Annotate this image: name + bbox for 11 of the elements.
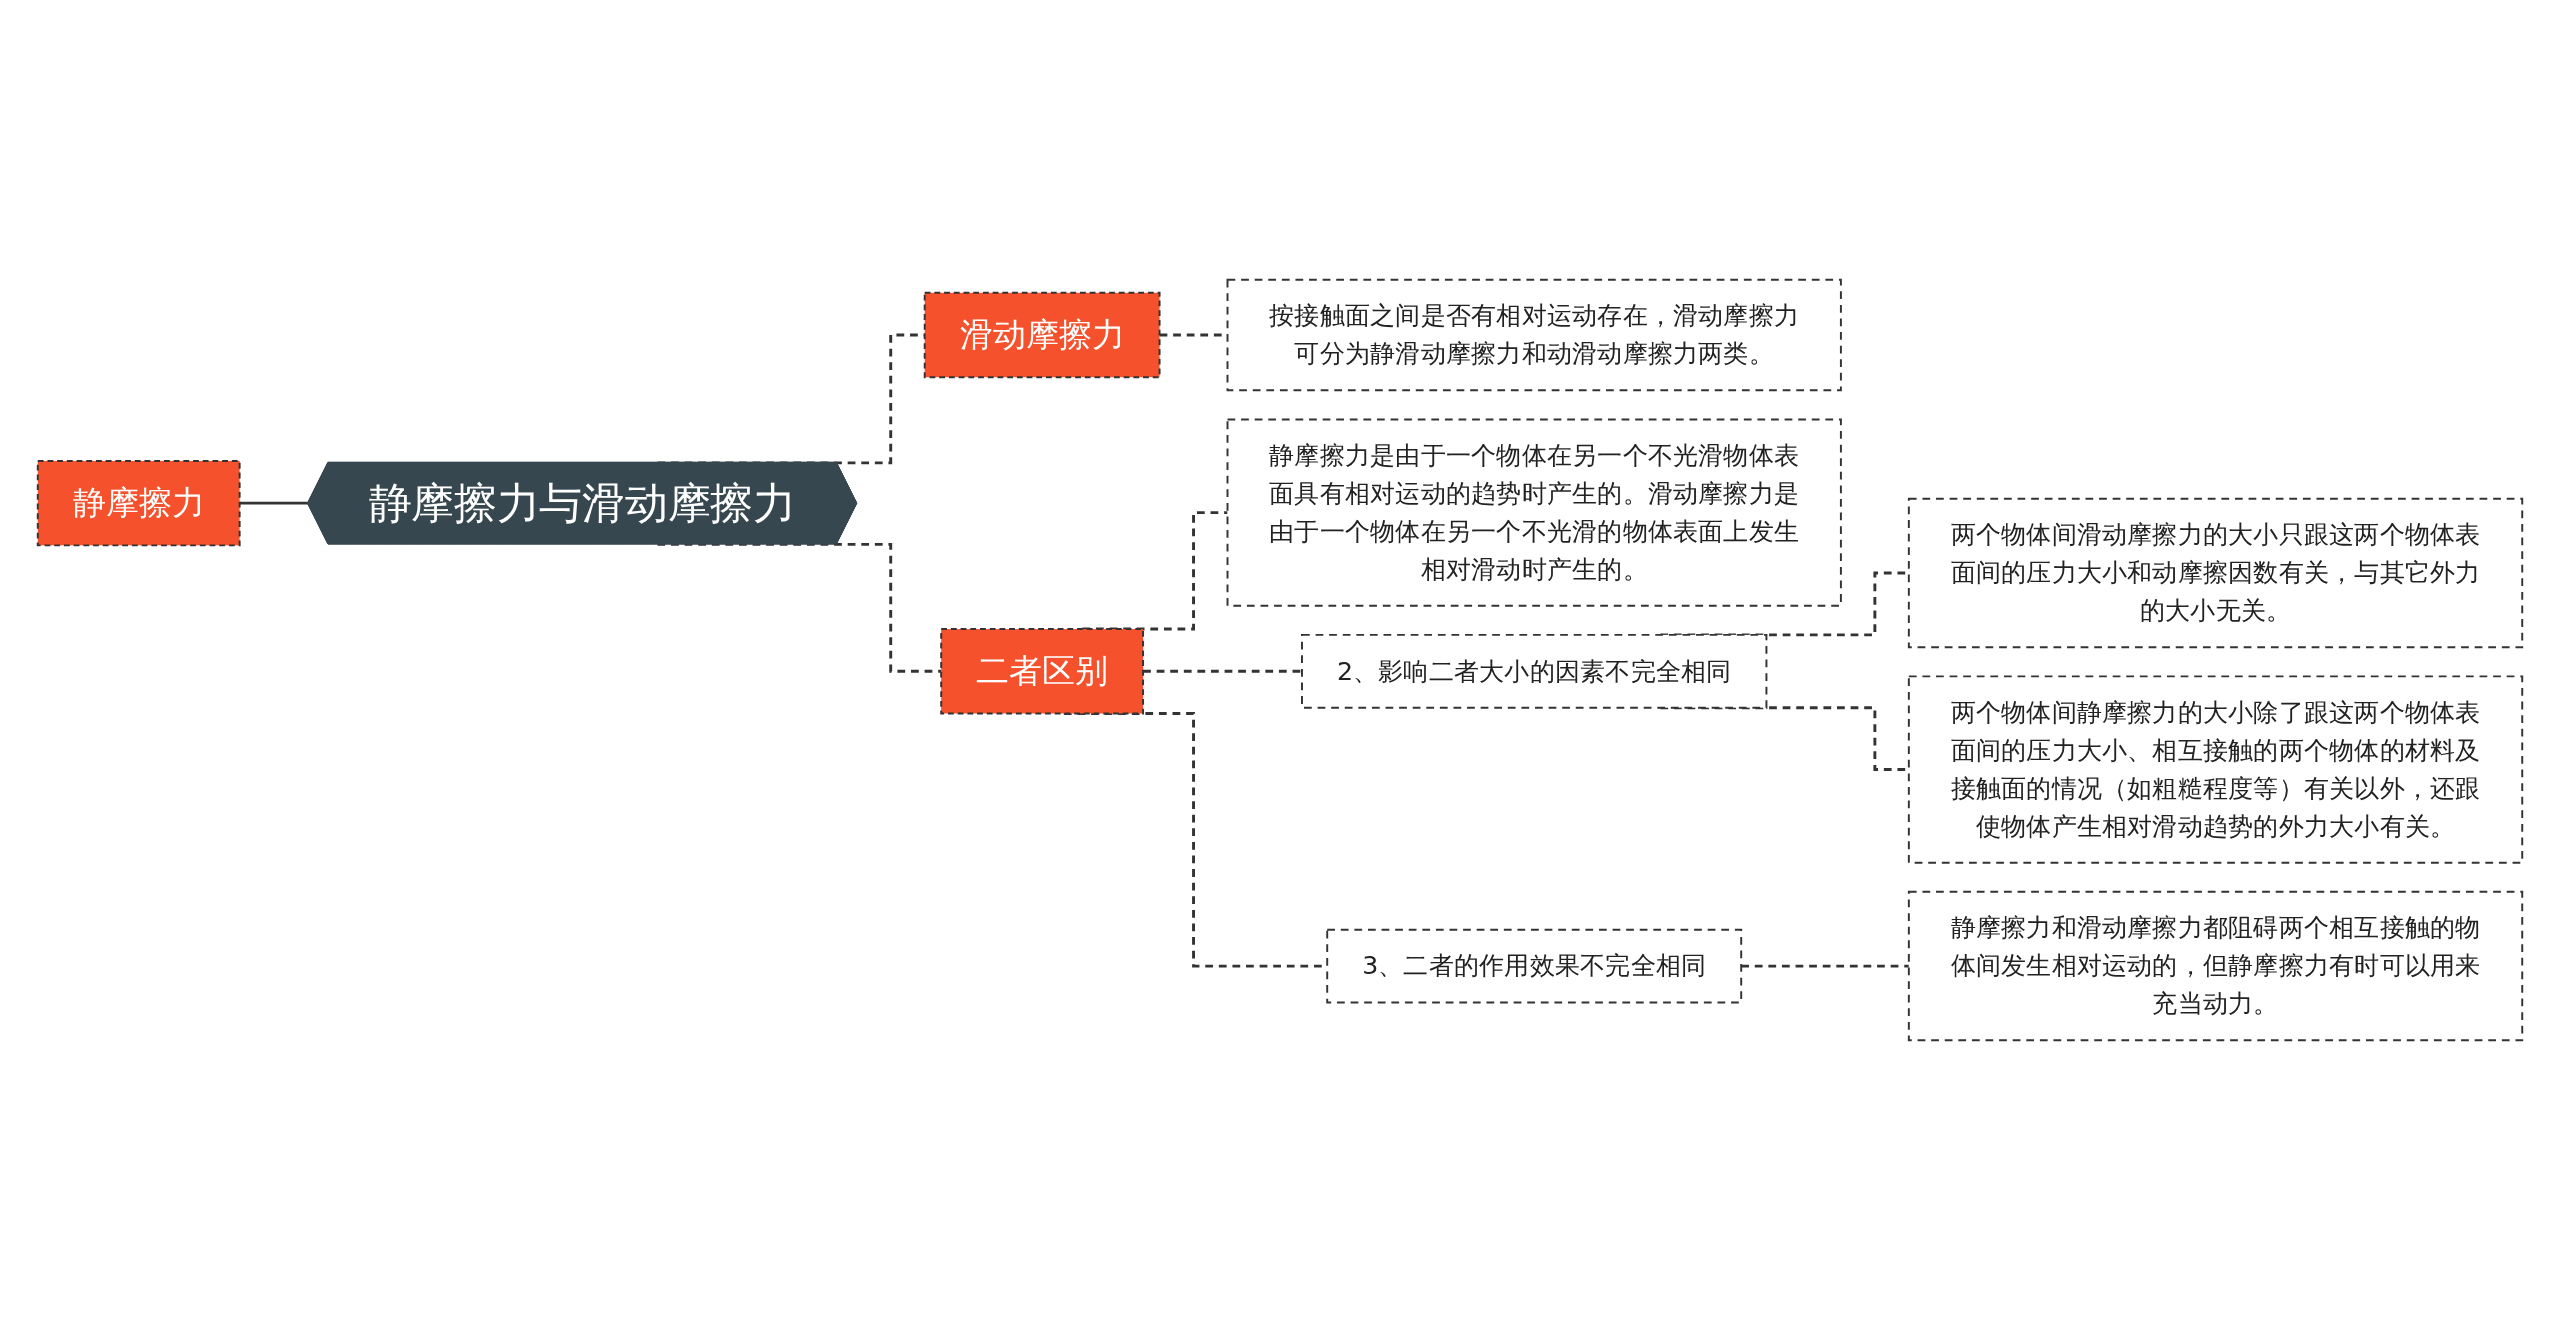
node-box: 两个物体间静摩擦力的大小除了跟这两个物体表面间的压力大小、相互接触的两个物体的材料及接触面的情况（如粗糙程度等）有关以外，还跟使物体产生相对滑动趋势的外力大小有关。 [1907, 675, 2524, 864]
node-box: 2、影响二者大小的因素不完全相同 [1301, 633, 1768, 709]
node-box: 3、二者的作用效果不完全相同 [1326, 928, 1743, 1004]
connector [239, 501, 310, 506]
node-box: 静摩擦力 [36, 459, 241, 547]
node-box: 滑动摩擦力 [923, 291, 1161, 379]
node-box: 静摩擦力和滑动摩擦力都阻碍两个相互接触的物体间发生相对运动的，但静摩擦力有时可以用来充当动力。 [1907, 890, 2524, 1042]
node-box: 两个物体间滑动摩擦力的大小只跟这两个物体表面间的压力大小和动摩擦因数有关，与其它外力的大小无关。 [1907, 497, 2524, 649]
node-box: 静摩擦力是由于一个物体在另一个不光滑物体表面具有相对运动的趋势时产生的。滑动摩擦力是由于一个物体在另一个不光滑的物体表面上发生相对滑动时产生的。 [1226, 418, 1842, 607]
node-box: 二者区别 [940, 628, 1145, 715]
node-box: 按接触面之间是否有相对运动存在，滑动摩擦力可分为静滑动摩擦力和动滑动摩擦力两类。 [1226, 278, 1842, 392]
